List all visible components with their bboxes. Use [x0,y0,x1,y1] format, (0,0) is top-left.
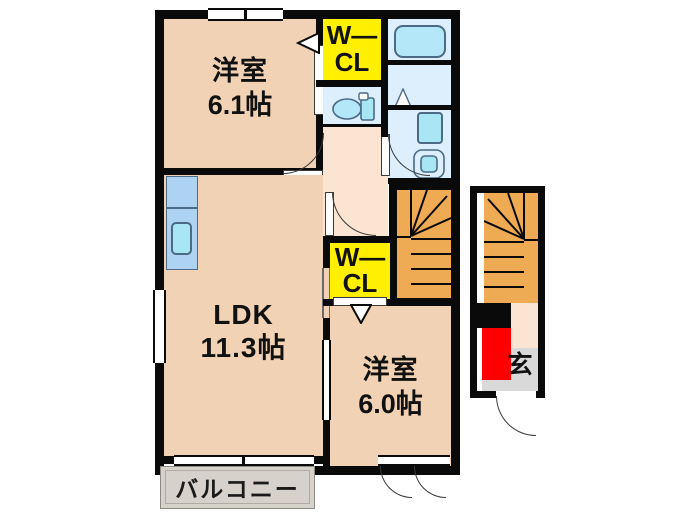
bedroom-lower-door-swing-right [414,466,446,498]
stair-tread [484,286,524,288]
wcl-lower-wall-bottom [323,299,451,306]
stair-interior-wall-left [389,184,397,304]
kitchen-sink [171,222,192,255]
entrance-label: 玄 [507,351,533,379]
closet-access-arrow-icon [296,32,320,54]
room-bedroom-lower [330,306,451,466]
wcl-upper-wall-right [381,10,388,87]
ldk-area: 11.3帖 [200,332,287,363]
stair-tread [411,238,451,240]
bedroom-upper-area: 6.1帖 [207,90,273,120]
stair-exterior [484,193,538,303]
stair-tread [411,268,451,270]
bedroom-upper-name: 洋室 [212,56,268,86]
stair-tread [397,236,411,238]
window-mullion [244,8,247,21]
stair-tread [484,241,524,243]
wcl-upper-line1: W— [326,20,378,50]
wcl-lower-wall-top [323,236,390,243]
bathtub [394,25,446,58]
stair-interior-winder [410,190,451,237]
balcony [160,466,315,509]
balcony-door-mullion [242,455,245,466]
stair-exterior-winder [484,193,525,240]
stair-exterior-landing-wall [477,303,511,328]
exterior-wall-left [155,10,164,475]
bedroom-lower-door-swing-left [380,466,412,498]
stair-tread [484,256,524,258]
shoe-cabinet [482,328,511,380]
bedroom-lower-door-pair[interactable] [378,455,450,466]
stair-interior [397,190,451,300]
exterior-wall-top [155,10,460,19]
balcony-inner-edge [165,470,310,504]
wcl-upper-line2: CL [334,47,370,77]
washroom-partition [388,105,451,110]
balcony-label: バルコニー [175,476,300,502]
ldk-name: LDK [213,299,274,330]
stair-tread [411,283,451,285]
closet-wcl-lower [330,242,390,300]
hall-bath-partition [381,87,388,137]
stair-tread [411,253,451,255]
toilet-icon [332,92,375,121]
kitchen-counter [166,176,198,208]
entrance-door-swing [496,396,536,436]
window-ldk-left [153,290,166,363]
window-bedroom-lower-left [322,340,331,420]
stair-tread [524,239,538,241]
closet-wcl-upper [323,19,381,80]
bath-partition [388,60,451,65]
exterior-wall-right [451,10,460,475]
wcl-upper-wall-bottom [316,80,388,87]
partition-bedroom-ldk [164,168,316,175]
entrance-door-leaf[interactable] [496,391,536,400]
closet-lower-access-arrow-icon [350,304,372,324]
wcl-lower-line1: W— [334,242,386,272]
stair-interior-wall-top [389,184,451,190]
genkan-tile-floor-lower [482,380,538,391]
wcl-lower-line2: CL [342,268,378,298]
bedroom-lower-name: 洋室 [362,355,419,385]
ldk-door-leaf[interactable] [325,192,334,236]
bedroom-lower-area: 6.0帖 [358,389,423,419]
genkan-step [511,303,538,348]
stair-tread [484,271,524,273]
washroom-wall-bottom [388,178,451,184]
